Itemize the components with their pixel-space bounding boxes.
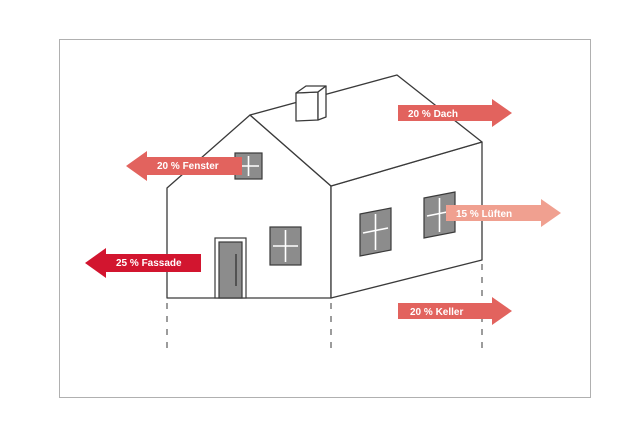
- label-dach: 20 % Dach: [408, 109, 458, 120]
- label-keller: 20 % Keller: [410, 307, 463, 318]
- front-window: [269, 226, 302, 266]
- arrow-fenster: 20 % Fenster: [126, 151, 242, 181]
- arrow-lueften: 15 % Lüften: [446, 199, 561, 227]
- arrow-dach: 20 % Dach: [398, 99, 512, 127]
- side-window-right: [423, 191, 456, 239]
- label-fenster: 20 % Fenster: [157, 161, 219, 172]
- front-door: [214, 237, 247, 299]
- label-fassade: 25 % Fassade: [116, 258, 182, 269]
- arrow-fassade: 25 % Fassade: [85, 248, 201, 278]
- chimney-side: [317, 85, 327, 121]
- side-window-left: [359, 207, 392, 257]
- diagram-frame: [59, 39, 591, 398]
- label-lueften: 15 % Lüften: [456, 209, 512, 220]
- arrow-keller: 20 % Keller: [398, 297, 512, 325]
- chimney-front: [295, 91, 319, 122]
